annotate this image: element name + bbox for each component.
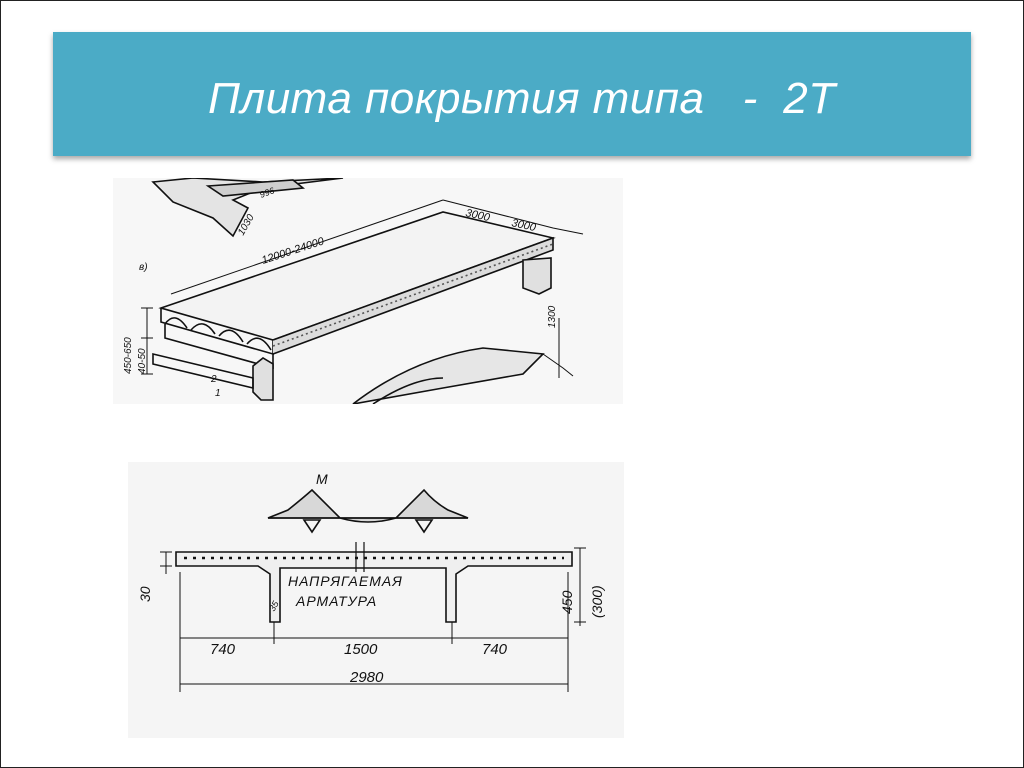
- dim-height: 450-650: [123, 337, 134, 374]
- title-bar: [53, 32, 971, 156]
- rebar-label-1: НАПРЯГАЕМАЯ: [288, 573, 403, 589]
- moment-label: M: [316, 471, 328, 487]
- slab-cross-section-svg: M НАПРЯГАЕМАЯ АРМАТУРА 740 1500 740 2980…: [137, 471, 605, 692]
- dim-flange: 30: [137, 586, 153, 602]
- dim-total: 2980: [349, 669, 384, 686]
- dim-span-1: 3000: [464, 207, 491, 224]
- rebar-label-2: АРМАТУРА: [295, 593, 377, 609]
- label-v: в): [139, 262, 148, 273]
- slide-title: Плита покрытия типа - 2Т: [208, 74, 836, 123]
- label-2: 2: [210, 374, 217, 385]
- dim-height: 450: [559, 590, 575, 614]
- dim-height-alt: (300): [589, 585, 605, 618]
- dim-mid: 1500: [344, 641, 378, 658]
- slab-cross-section-drawing: M НАПРЯГАЕМАЯ АРМАТУРА 740 1500 740 2980…: [128, 462, 624, 738]
- dim-left: 740: [210, 641, 236, 658]
- slab-isometric-svg: 1030 996 12000-24000 3000 3000 в) 450-65…: [123, 177, 584, 405]
- dim-flange: 40-50: [137, 348, 148, 374]
- dim-side: 1300: [547, 305, 558, 328]
- dim-span-2: 3000: [510, 217, 537, 234]
- label-1: 1: [215, 388, 221, 399]
- slab-isometric-drawing: 1030 996 12000-24000 3000 3000 в) 450-65…: [113, 177, 623, 405]
- dim-right: 740: [482, 641, 508, 658]
- dim-top: 996: [258, 185, 276, 200]
